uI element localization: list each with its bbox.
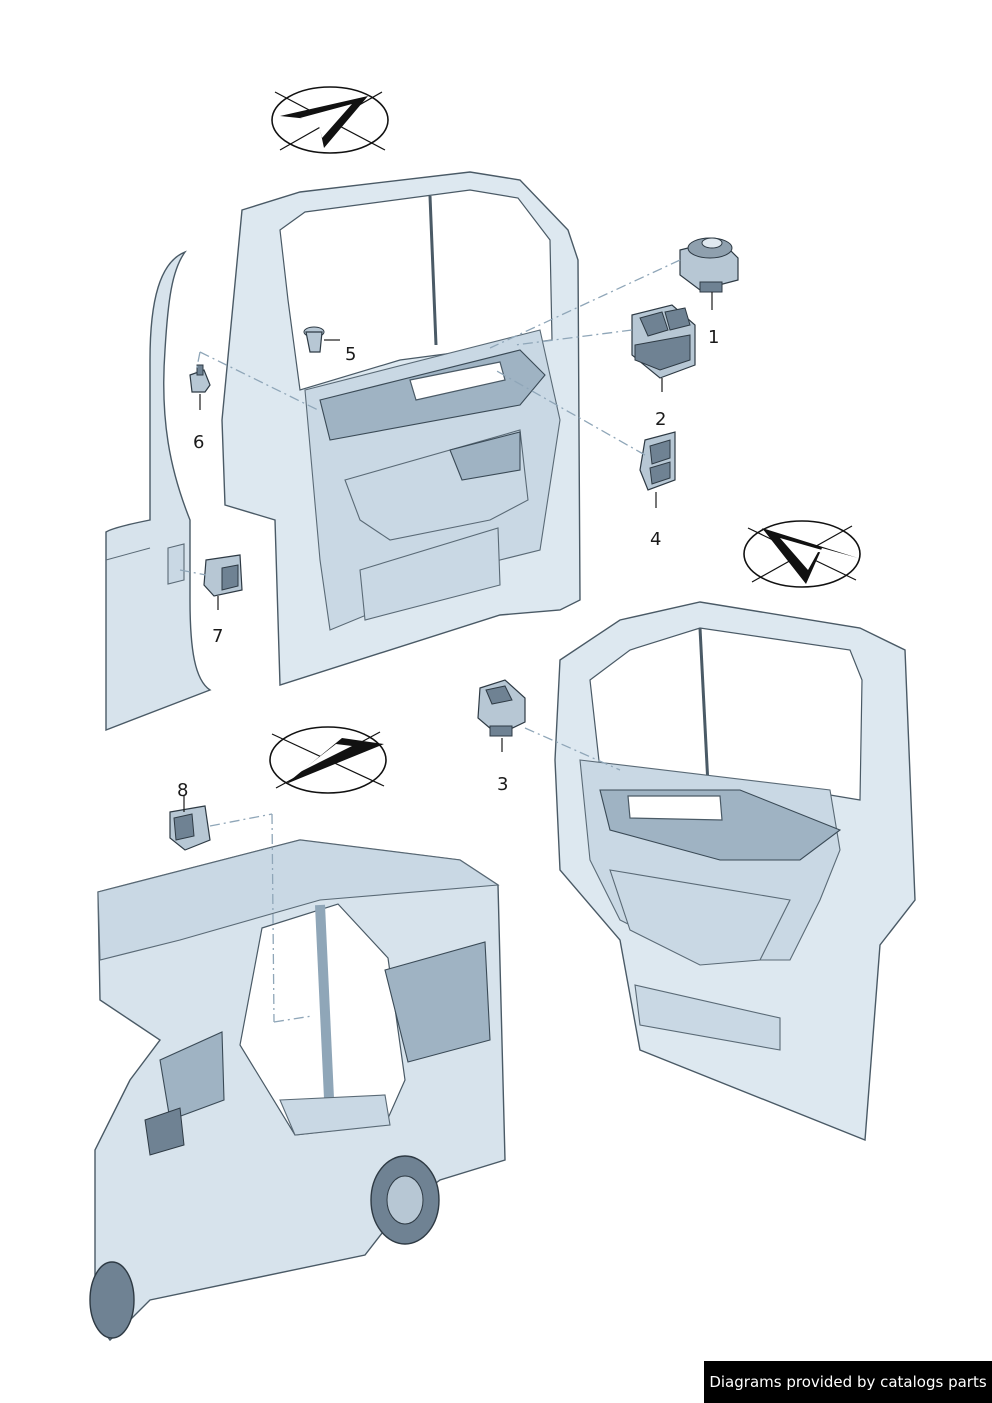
part-3-window-switch[interactable] (477, 679, 526, 737)
callout-6: 6 (193, 432, 204, 453)
van-body (89, 839, 506, 1342)
part-5-plug[interactable] (303, 326, 325, 353)
rear-door-top (221, 171, 581, 686)
orientation-compass-middle (269, 726, 387, 794)
orientation-compass-right (743, 520, 861, 588)
watermark-banner: Diagrams provided by catalogs parts (704, 1361, 992, 1403)
callout-2: 2 (655, 409, 666, 430)
part-6-contact-switch[interactable] (189, 364, 211, 393)
callout-8: 8 (177, 780, 188, 801)
orientation-compass-top (271, 86, 389, 154)
callout-5: 5 (345, 344, 356, 365)
leader-lines (183, 292, 713, 812)
callout-1: 1 (708, 327, 719, 348)
side-door-right (554, 601, 916, 1142)
callout-7: 7 (212, 626, 223, 647)
part-2-window-switch[interactable] (631, 304, 696, 379)
part-4-switch-panel[interactable] (639, 431, 676, 491)
callout-4: 4 (650, 529, 661, 550)
part-8-switch[interactable] (169, 805, 211, 851)
callout-3: 3 (497, 774, 508, 795)
watermark-text: Diagrams provided by catalogs parts (709, 1373, 987, 1391)
pillar-panel-left (105, 250, 212, 732)
assembly-lines (179, 259, 681, 1023)
part-1-mirror-switch[interactable] (679, 237, 739, 293)
part-7-switch[interactable] (203, 554, 243, 597)
